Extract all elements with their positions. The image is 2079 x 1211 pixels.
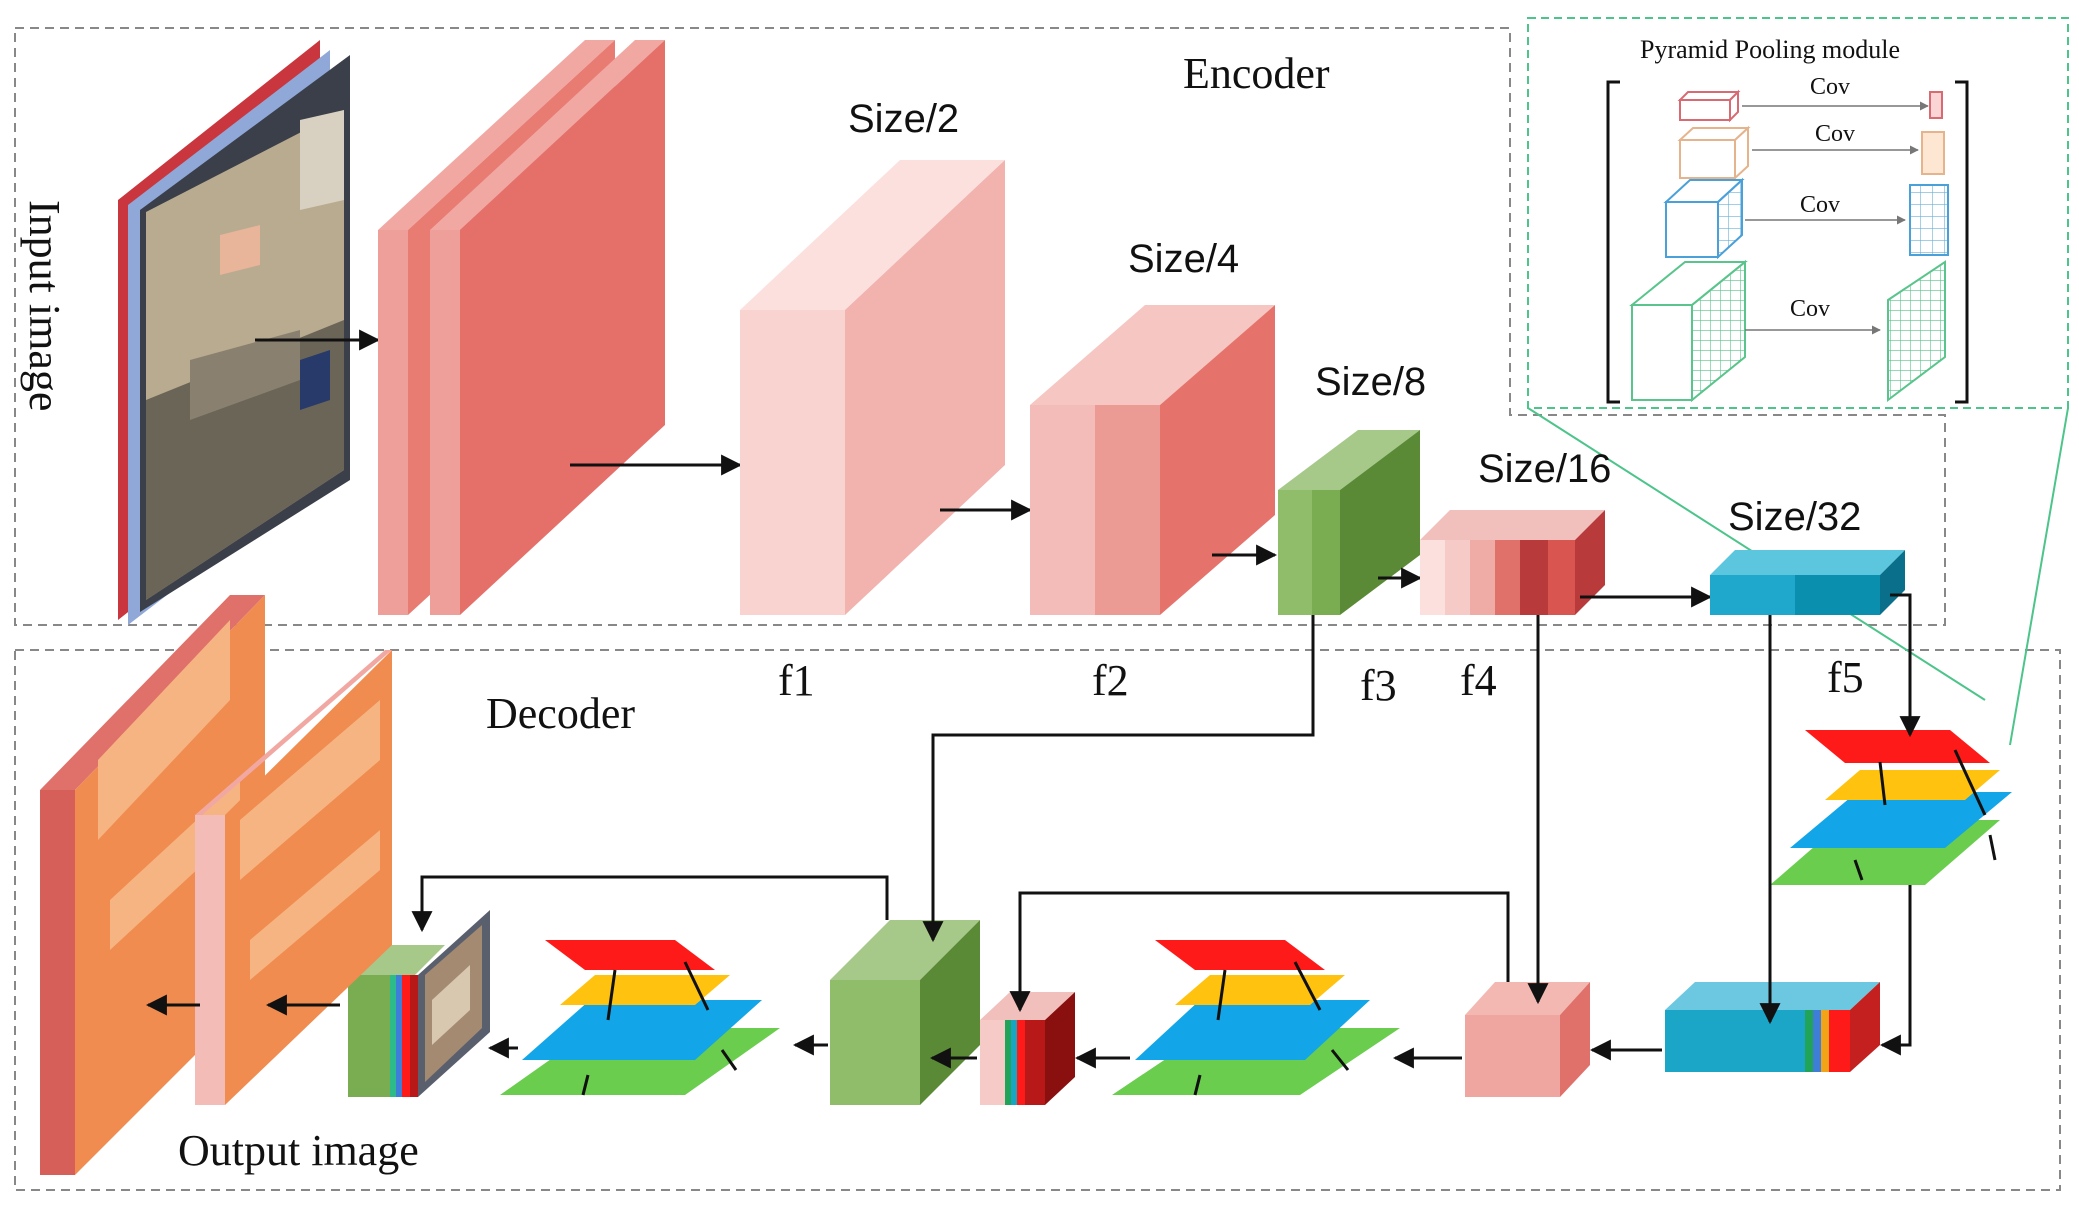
upsample-cube-f4 xyxy=(1465,982,1590,1097)
size-2-label: Size/2 xyxy=(848,97,959,141)
f2-block xyxy=(1030,305,1275,615)
input-image-label: Input image xyxy=(20,200,69,411)
encoder-conv-slabs xyxy=(378,40,665,615)
encoder-region xyxy=(14,27,1946,626)
pyramid-middle xyxy=(1112,940,1400,1096)
concat-bar-right xyxy=(1665,982,1880,1072)
size-32-label: Size/32 xyxy=(1728,495,1861,539)
f5-label: f5 xyxy=(1827,653,1864,702)
ppm-row-4 xyxy=(1629,259,1946,403)
concat-block-middle xyxy=(980,992,1075,1105)
f3-label: f3 xyxy=(1360,661,1397,710)
encoder-title: Encoder xyxy=(1183,49,1330,98)
ppm-row-3 xyxy=(1663,177,1949,260)
f4-block xyxy=(1420,510,1605,615)
f3-block xyxy=(1278,430,1420,615)
ppm-row-1 xyxy=(1677,89,1943,123)
output-image-slabs xyxy=(40,595,392,1175)
ppm-op-3: Cov xyxy=(1800,192,1840,218)
ppm-op-4: Cov xyxy=(1790,296,1830,322)
f4-label: f4 xyxy=(1460,656,1497,705)
f2-label: f2 xyxy=(1092,656,1129,705)
ppm-op-2: Cov xyxy=(1815,121,1855,147)
ppm-row-2 xyxy=(1677,125,1945,181)
size-16-label: Size/16 xyxy=(1478,447,1611,491)
upsample-cube-f3 xyxy=(830,920,980,1105)
decoder-title: Decoder xyxy=(486,689,635,738)
pyramid-right xyxy=(1770,730,2012,885)
pyramid-left xyxy=(500,940,780,1096)
size-4-label: Size/4 xyxy=(1128,237,1239,281)
input-image-stack xyxy=(118,40,350,625)
f1-label: f1 xyxy=(778,656,815,705)
size-8-label: Size/8 xyxy=(1315,360,1426,404)
connector-arrows xyxy=(145,593,1921,1069)
ppm-title: Pyramid Pooling module xyxy=(1640,35,1900,64)
ppm-brackets xyxy=(1606,80,1969,404)
f5-block xyxy=(1710,550,1905,615)
decoder-region xyxy=(14,649,2061,1191)
output-image-label: Output image xyxy=(178,1126,419,1175)
f1-block xyxy=(740,160,1005,615)
ppm-op-1: Cov xyxy=(1810,74,1850,100)
